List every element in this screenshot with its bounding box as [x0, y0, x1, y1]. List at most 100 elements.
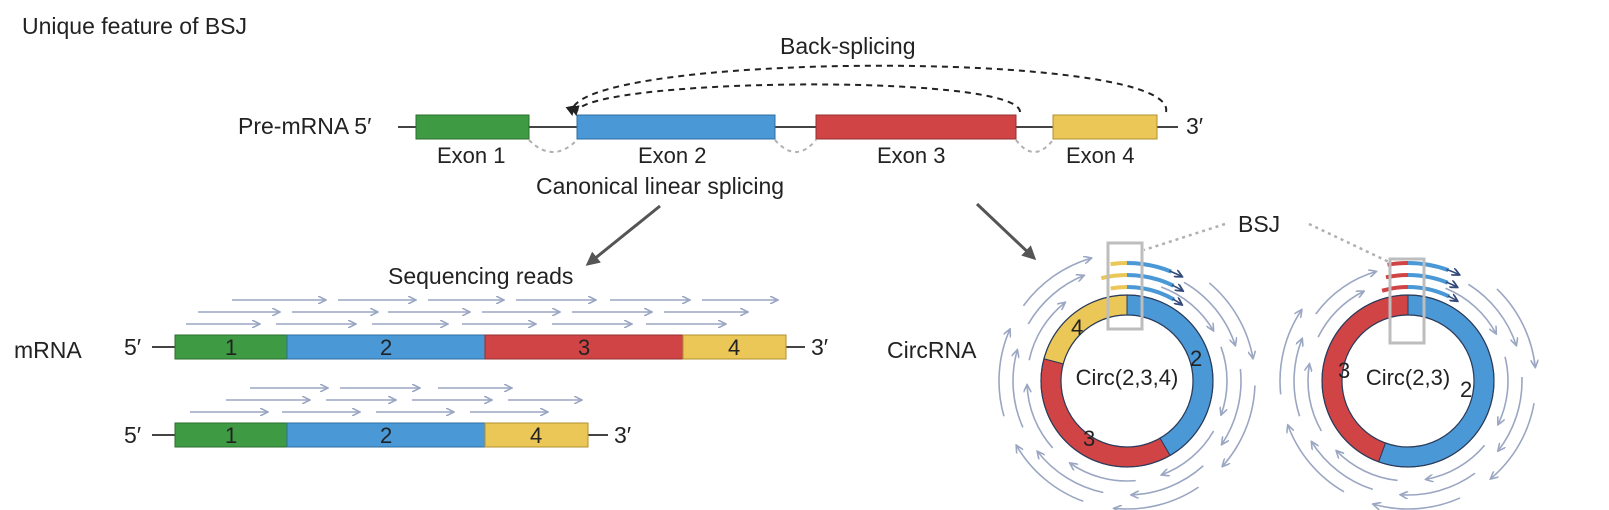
circular-read-arrow [1222, 385, 1256, 466]
exon-2-label: Exon 2 [638, 143, 707, 168]
mrna2-num-4: 4 [530, 423, 542, 448]
bsj-highlight-box [1106, 241, 1144, 331]
bsj-read-arrowhead [1446, 269, 1459, 275]
circ1-num-3: 3 [1083, 426, 1095, 451]
circular-read-arrow [1016, 445, 1084, 503]
mrna2-exon-2 [286, 422, 486, 448]
mrna1-5prime: 5′ [124, 334, 141, 360]
back-splice-arc-inner [569, 83, 1021, 116]
circ2-num-2: 2 [1460, 377, 1472, 402]
circ2-num-3: 3 [1338, 358, 1350, 383]
circular-read-arrow [1400, 472, 1476, 495]
bsj-read-part-left [1110, 285, 1128, 291]
circular-read-arrow [1496, 288, 1535, 368]
circ1-num-2: 2 [1190, 346, 1202, 371]
exon-4-label: Exon 4 [1066, 143, 1135, 168]
pre-mrna-3prime: 3′ [1186, 113, 1203, 139]
mrna1-num-2: 2 [380, 335, 392, 360]
bsj-read-part-right [1126, 285, 1175, 302]
bsj-read-arrowhead [1445, 282, 1458, 287]
circrna-outer-edge [1321, 294, 1495, 468]
circular-read-arrow [1288, 425, 1345, 493]
circrna-outer-edge [1040, 294, 1214, 468]
bsj-read-arrowhead [1169, 271, 1182, 277]
bsj-label: BSJ [1238, 211, 1280, 237]
circular-read-arrow [1114, 486, 1200, 509]
circ2-name: Circ(2,3) [1366, 365, 1450, 390]
bsj-read-arrowhead [1447, 296, 1458, 301]
circular-read-arrow [1467, 283, 1516, 345]
circular-read-arrow [1022, 258, 1091, 307]
mrna1-exon-1 [174, 334, 288, 360]
mrna1-exon-4 [682, 334, 787, 360]
mrna2-5prime: 5′ [124, 422, 141, 448]
circular-read-arrow [1013, 350, 1024, 428]
exon-3-block [815, 114, 1017, 140]
linear-splice-loop-2 [774, 139, 817, 153]
circrna-inner-edge [1060, 314, 1194, 448]
circrna-2-3 [1279, 257, 1535, 509]
bsj-read-arrowhead [1172, 299, 1183, 305]
circrna-label: CircRNA [887, 337, 977, 363]
bsj-read-part-left [1100, 273, 1128, 281]
bsj-highlight-box [1388, 257, 1426, 345]
back-splicing-label: Back-splicing [780, 33, 916, 59]
bsj-read-part-left [1381, 285, 1409, 293]
mrna1-num-1: 1 [225, 335, 237, 360]
exon-2-block [576, 114, 776, 140]
circular-read-arrow [1308, 364, 1323, 432]
mrna2-3prime: 3′ [614, 422, 631, 448]
linear-splicing-arrow [585, 204, 661, 266]
figure-title: Unique feature of BSJ [22, 13, 247, 39]
circ1-num-4: 4 [1071, 315, 1083, 340]
mrna1-exon-3 [484, 334, 684, 360]
circular-read-arrow [1027, 384, 1054, 449]
bsj-read-part-left [1385, 273, 1409, 280]
circular-read-arrow [1028, 302, 1065, 361]
circular-read-arrow [1037, 451, 1104, 494]
linear-sequencing-reads [186, 300, 778, 412]
linear-splice-loop-3 [1015, 139, 1054, 153]
circular-read-arrow [1070, 463, 1136, 482]
mrna-label: mRNA [14, 337, 82, 363]
bsj-connector-left [1143, 222, 1226, 252]
bsj-read-part-right [1407, 261, 1450, 273]
circrna-inner-edge [1341, 314, 1475, 448]
exon-3-label: Exon 3 [877, 143, 946, 168]
linear-splice-loop-1 [528, 139, 578, 153]
mrna2-exon-1 [174, 422, 288, 448]
circular-read-arrow [1373, 497, 1461, 509]
circular-read-arrow [1222, 369, 1242, 445]
circular-read-arrow [1336, 450, 1398, 482]
canonical-splicing-label: Canonical linear splicing [536, 173, 784, 199]
circular-read-arrow [1027, 275, 1084, 325]
circular-read-arrow [1183, 281, 1235, 345]
mrna1-num-4: 4 [728, 335, 740, 360]
circular-read-arrow [1279, 309, 1302, 395]
exon-1-block [415, 114, 530, 140]
bsj-read-part-right [1407, 285, 1451, 299]
circular-read-arrow [1490, 403, 1535, 479]
pre-mrna-label: Pre-mRNA 5′ [238, 113, 371, 139]
circular-read-arrow [1311, 441, 1374, 491]
circular-read-arrow [1160, 286, 1213, 331]
mrna1-3prime: 3′ [811, 334, 828, 360]
mrna1-num-3: 3 [578, 335, 590, 360]
circular-read-arrow [1208, 282, 1253, 359]
bsj-connector-right [1308, 222, 1390, 264]
circular-read-arrow [1498, 376, 1523, 451]
sequencing-reads-label: Sequencing reads [388, 263, 573, 289]
circrna-2-3-4 [998, 241, 1256, 509]
circular-read-arrow [1317, 291, 1364, 338]
bsj-read-part-right [1407, 273, 1449, 285]
circular-read-arrow [1131, 465, 1204, 495]
mrna2-num-2: 2 [380, 423, 392, 448]
back-splice-arc-outer [565, 64, 1168, 116]
bsj-read-part-left [1387, 261, 1409, 267]
bsj-read-part-right [1126, 261, 1172, 274]
circ1-name: Circ(2,3,4) [1076, 365, 1179, 390]
bsj-read-part-right [1126, 273, 1175, 288]
circular-read-arrow [1425, 444, 1486, 479]
circular-read-arrow [1498, 356, 1509, 425]
